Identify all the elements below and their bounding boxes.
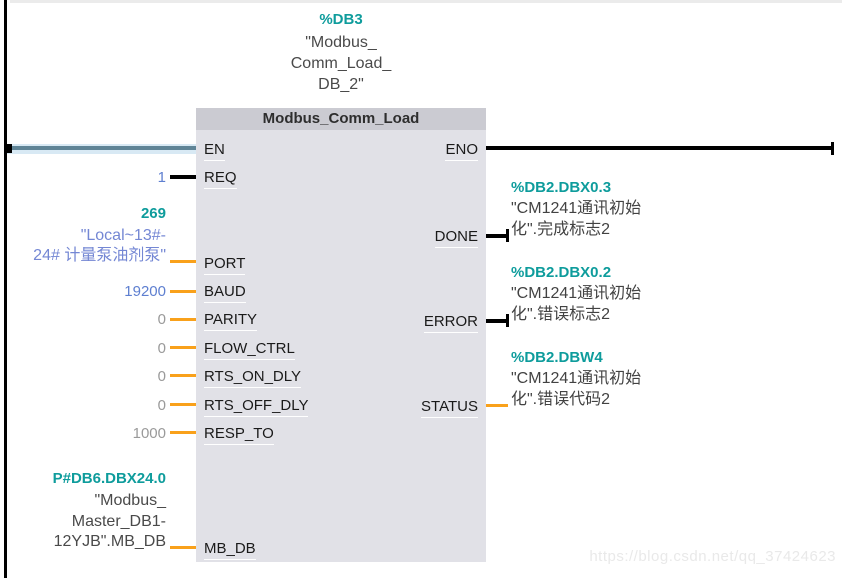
- rts-on-dly-wire: [170, 374, 196, 377]
- pin-done: DONE: [434, 228, 478, 248]
- mb-db-operand-line[interactable]: Master_DB1-: [71, 513, 166, 530]
- pin-rts-on-dly: RTS_ON_DLY: [204, 368, 301, 388]
- block-title[interactable]: Modbus_Comm_Load: [196, 108, 486, 130]
- parity-wire: [170, 318, 196, 321]
- pin-port: PORT: [204, 255, 246, 275]
- req-value[interactable]: 1: [157, 169, 166, 186]
- block-body[interactable]: [196, 130, 486, 562]
- instance-db-name-line: DB_2": [318, 76, 364, 93]
- flow-ctrl-value[interactable]: 0: [157, 340, 166, 357]
- pin-flow-ctrl: FLOW_CTRL: [204, 340, 295, 360]
- pin-parity: PARITY: [204, 311, 258, 331]
- error-wire-terminal: [506, 314, 509, 327]
- en-wire: [7, 146, 196, 150]
- instance-db-header[interactable]: %DB3 "Modbus_ Comm_Load_ DB_2": [241, 10, 441, 95]
- pin-eno: ENO: [445, 141, 478, 161]
- done-address[interactable]: %DB2.DBX0.3: [511, 179, 612, 196]
- rail-junction: [4, 144, 12, 153]
- flow-ctrl-wire: [170, 346, 196, 349]
- error-address[interactable]: %DB2.DBX0.2: [511, 264, 612, 281]
- pin-resp-to: RESP_TO: [204, 425, 274, 445]
- rts-off-dly-value[interactable]: 0: [157, 397, 166, 414]
- baud-value[interactable]: 19200: [124, 283, 166, 300]
- instance-db-name-line: Comm_Load_: [290, 55, 392, 72]
- pin-error: ERROR: [423, 313, 478, 333]
- parity-value[interactable]: 0: [157, 311, 166, 328]
- instance-db-address[interactable]: %DB3: [319, 11, 363, 28]
- port-operand-line[interactable]: "Local~13#-: [80, 227, 166, 244]
- rts-on-dly-value[interactable]: 0: [157, 368, 166, 385]
- done-operand-line[interactable]: "CM1241通讯初始: [511, 200, 642, 217]
- pin-status: STATUS: [421, 398, 478, 418]
- instance-db-name[interactable]: "Modbus_ Comm_Load_ DB_2": [241, 32, 441, 95]
- watermark: https://blog.csdn.net/qq_37424623: [589, 548, 836, 565]
- eno-wire: [486, 146, 832, 150]
- error-operand-line[interactable]: "CM1241通讯初始: [511, 285, 642, 302]
- status-address[interactable]: %DB2.DBW4: [511, 349, 603, 366]
- pin-mb-db: MB_DB: [204, 540, 256, 560]
- port-address[interactable]: 269: [140, 205, 166, 222]
- power-rail: [4, 0, 7, 578]
- req-wire: [170, 175, 196, 179]
- pin-rts-off-dly: RTS_OFF_DLY: [204, 397, 309, 417]
- baud-wire: [170, 290, 196, 293]
- port-operand-line[interactable]: 24# 计量泵油剂泵": [33, 247, 166, 264]
- done-wire: [486, 234, 508, 238]
- eno-wire-terminal: [831, 142, 834, 155]
- rts-off-dly-wire: [170, 403, 196, 406]
- resp-to-wire: [170, 431, 196, 434]
- mb-db-operand-line[interactable]: 12YJB".MB_DB: [53, 533, 166, 550]
- pin-baud: BAUD: [204, 283, 246, 303]
- resp-to-value[interactable]: 1000: [132, 425, 166, 442]
- pin-req: REQ: [204, 169, 237, 189]
- done-wire-terminal: [506, 229, 509, 242]
- done-operand-line[interactable]: 化".完成标志2: [511, 221, 611, 238]
- mb-db-operand-line[interactable]: "Modbus_: [94, 492, 167, 509]
- instance-db-name-line: "Modbus_: [305, 34, 377, 51]
- mb-db-address[interactable]: P#DB6.DBX24.0: [52, 470, 166, 487]
- mb-db-wire: [170, 546, 196, 549]
- error-operand-line[interactable]: 化".错误标志2: [511, 306, 611, 323]
- network-top-divider: [10, 0, 842, 3]
- error-wire: [486, 319, 508, 323]
- status-operand-line[interactable]: "CM1241通讯初始: [511, 370, 642, 387]
- port-wire: [170, 260, 196, 263]
- status-wire: [486, 404, 508, 407]
- pin-en: EN: [204, 141, 225, 161]
- status-operand-line[interactable]: 化".错误代码2: [511, 391, 611, 408]
